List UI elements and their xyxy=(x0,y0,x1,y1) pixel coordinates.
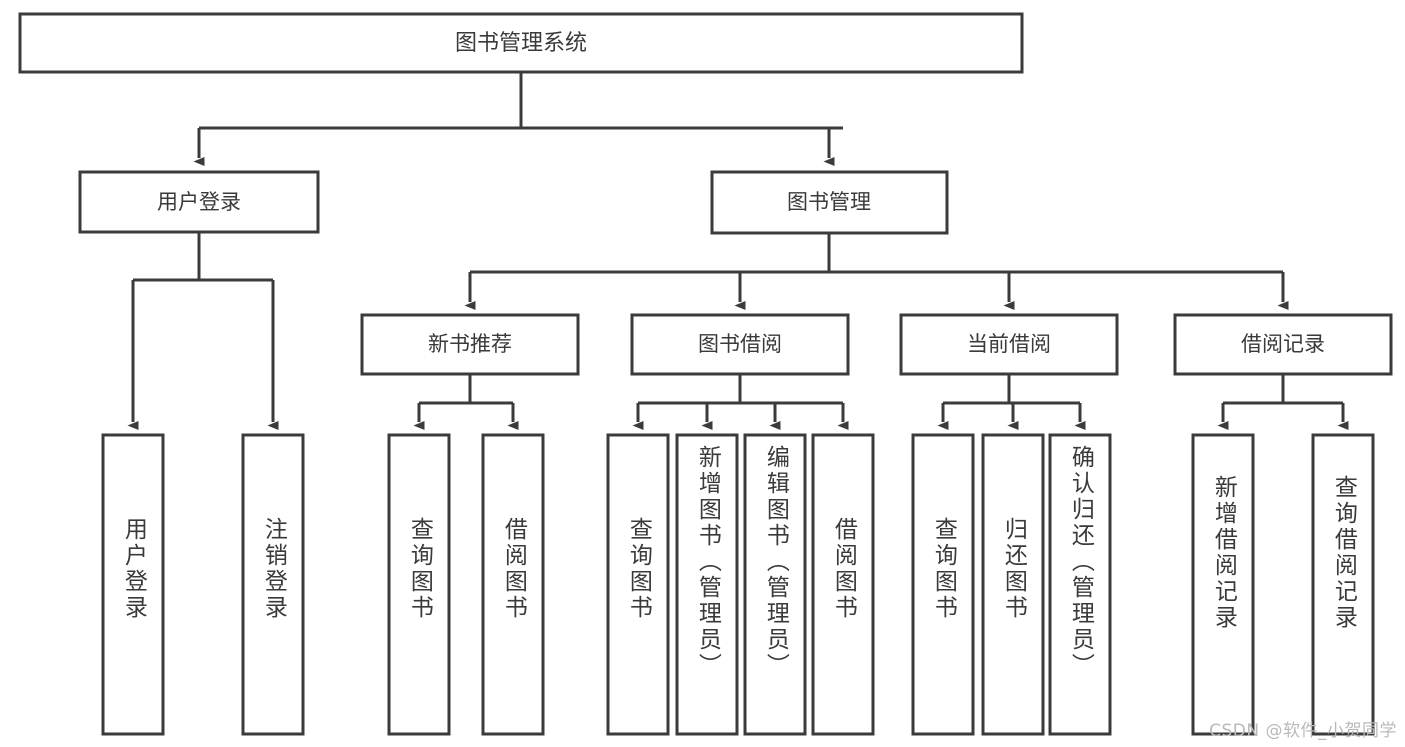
leaf-box-query-book-2[interactable] xyxy=(606,433,670,736)
node-borrow-record[interactable]: 借阅记录 xyxy=(1173,313,1393,376)
node-book-mgmt[interactable]: 图书管理 xyxy=(710,170,949,235)
node-root-title-label: 图书管理系统 xyxy=(455,31,587,56)
node-borrow-record-box[interactable] xyxy=(1173,313,1393,376)
node-current-borrow-box[interactable] xyxy=(899,313,1119,376)
node-current-borrow[interactable]: 当前借阅 xyxy=(899,313,1119,376)
watermark: CSDN @软件_小贺同学 xyxy=(1209,721,1397,741)
connector-group-current xyxy=(937,374,1086,430)
connector-group-new-book xyxy=(413,374,519,430)
node-new-book-recommend[interactable]: 新书推荐 xyxy=(360,313,580,376)
node-root-title-box[interactable] xyxy=(18,12,1024,74)
leaf-box-borrow-book-2[interactable] xyxy=(811,433,875,736)
leaf-box-query-book-3[interactable] xyxy=(911,433,975,736)
node-root-title[interactable]: 图书管理系统 xyxy=(18,12,1024,74)
connector-group-record xyxy=(1217,374,1349,430)
leaf-box-query-record[interactable] xyxy=(1311,433,1375,736)
leaf-box-edit-book[interactable] xyxy=(743,433,807,736)
leaf-box-borrow-book-1[interactable] xyxy=(481,433,545,736)
leaf-box-confirm-return[interactable] xyxy=(1048,433,1112,736)
leaf-box-query-book-1[interactable] xyxy=(387,433,451,736)
node-new-book-recommend-label: 新书推荐 xyxy=(428,332,512,356)
node-borrow-record-label: 借阅记录 xyxy=(1241,332,1325,356)
leaf-box-add-book[interactable] xyxy=(675,433,739,736)
leaf-box-return-book[interactable] xyxy=(981,433,1045,736)
node-book-borrow-label: 图书借阅 xyxy=(698,332,782,356)
connector-group-borrow xyxy=(632,374,849,430)
node-user-login[interactable]: 用户登录 xyxy=(78,170,320,234)
connector-group-book-mgmt xyxy=(464,234,1289,310)
node-book-mgmt-box[interactable] xyxy=(710,170,949,235)
connector-group-user-login xyxy=(127,233,279,430)
leaf-box-logout[interactable] xyxy=(241,433,305,736)
node-user-login-box[interactable] xyxy=(78,170,320,234)
node-user-login-label: 用户登录 xyxy=(157,190,241,214)
leaf-box-add-record[interactable] xyxy=(1191,433,1255,736)
node-book-borrow-box[interactable] xyxy=(630,313,850,376)
node-book-borrow[interactable]: 图书借阅 xyxy=(630,313,850,376)
connector-group-root xyxy=(193,73,843,166)
leaf-box-user-login[interactable] xyxy=(101,433,165,736)
node-book-mgmt-label: 图书管理 xyxy=(787,190,871,214)
node-new-book-recommend-box[interactable] xyxy=(360,313,580,376)
leaf-boxes xyxy=(101,433,1375,736)
node-current-borrow-label: 当前借阅 xyxy=(967,332,1051,356)
